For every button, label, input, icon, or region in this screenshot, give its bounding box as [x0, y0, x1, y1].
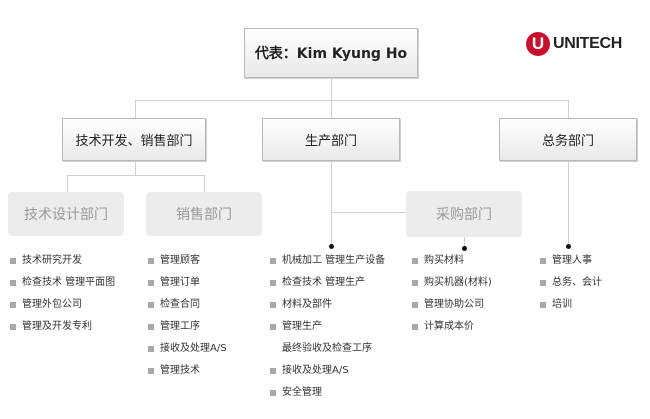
bullet-icon — [148, 280, 154, 286]
connector-ceo-down — [331, 78, 332, 100]
list-item: 检查技术 管理生产 — [270, 272, 385, 294]
list-general-affairs: 管理人事 总务、会计 培训 — [540, 250, 602, 316]
list-item: 管理生产 — [270, 316, 385, 338]
list-item: 管理技术 — [148, 360, 227, 382]
connector-top-horizontal — [135, 100, 568, 101]
bullet-icon — [270, 258, 276, 264]
list-item: 检查合同 — [148, 294, 227, 316]
bullet-icon — [148, 324, 154, 330]
bullet-icon — [412, 324, 418, 330]
dept-production: 生产部门 — [262, 118, 400, 161]
logo-text: UNITECH — [553, 35, 623, 52]
list-item: 安全管理 — [270, 382, 385, 404]
bullet-icon — [10, 280, 16, 286]
connector-sub1 — [67, 175, 68, 192]
list-item: 管理顾客 — [148, 250, 227, 272]
connector-purchasing-down — [464, 237, 465, 246]
bullet-icon — [270, 280, 276, 286]
connector-dept2 — [331, 100, 332, 118]
logo-mark: U — [526, 32, 550, 56]
list-item: 材料及部件 — [270, 294, 385, 316]
sub-dept-sales: 销售部门 — [146, 192, 262, 236]
sub-dept-tech-design: 技术设计部门 — [8, 192, 124, 236]
bullet-icon — [148, 346, 154, 352]
connector-sub2 — [204, 175, 205, 192]
bullet-icon — [148, 258, 154, 264]
list-item: 管理人事 — [540, 250, 602, 272]
unitech-logo: U UNITECH — [526, 32, 622, 56]
list-item: 机械加工 管理生产设备 — [270, 250, 385, 272]
list-item: 接收及处理A/S — [270, 360, 385, 382]
connector-dept1 — [135, 100, 136, 118]
bullet-icon — [540, 280, 546, 286]
list-production: 机械加工 管理生产设备 检查技术 管理生产 材料及部件 管理生产 最终验收及检查… — [270, 250, 385, 404]
list-item: 检查技术 管理平面图 — [10, 272, 115, 294]
bullet-icon — [270, 368, 276, 374]
list-item: 管理工序 — [148, 316, 227, 338]
bullet-icon — [148, 302, 154, 308]
bullet-icon — [412, 280, 418, 286]
list-item: 技术研究开发 — [10, 250, 115, 272]
list-item: 管理外包公司 — [10, 294, 115, 316]
list-item-continuation: 最终验收及检查工序 — [282, 343, 372, 354]
bullet-icon — [540, 302, 546, 308]
bullet-icon — [10, 258, 16, 264]
connector-dot-production — [329, 244, 334, 249]
connector-dot-purchasing — [462, 246, 467, 251]
bullet-icon — [412, 302, 418, 308]
list-item: 计算成本价 — [412, 316, 492, 338]
connector-dot-general — [566, 244, 571, 249]
list-tech-design: 技术研究开发 检查技术 管理平面图 管理外包公司 管理及开发专利 — [10, 250, 115, 338]
connector-dept1-sub-horizontal — [67, 175, 204, 176]
list-item: 购买机器(材料) — [412, 272, 492, 294]
list-purchasing: 购买材料 购买机器(材料) 管理协助公司 计算成本价 — [412, 250, 492, 338]
list-item: 接收及处理A/S — [148, 338, 227, 360]
bullet-icon — [540, 258, 546, 264]
list-item: 购买材料 — [412, 250, 492, 272]
connector-dept2-down — [331, 161, 332, 245]
connector-dept3-down — [568, 161, 569, 245]
ceo-box: 代表：Kim Kyung Ho — [244, 28, 418, 78]
connector-purchasing — [331, 212, 407, 213]
sub-dept-purchasing: 采购部门 — [406, 191, 522, 237]
bullet-icon — [270, 324, 276, 330]
dept-general-affairs: 总务部门 — [499, 118, 637, 161]
list-sales: 管理顾客 管理订单 检查合同 管理工序 接收及处理A/S 管理技术 — [148, 250, 227, 382]
list-item: 管理订单 — [148, 272, 227, 294]
bullet-icon — [412, 258, 418, 264]
dept-tech-sales: 技术开发、销售部门 — [62, 118, 206, 161]
connector-dept3 — [568, 100, 569, 118]
bullet-icon — [270, 302, 276, 308]
list-item: 管理及开发专利 — [10, 316, 115, 338]
list-item: 总务、会计 — [540, 272, 602, 294]
bullet-icon — [270, 390, 276, 396]
connector-dept1-down — [135, 161, 136, 175]
bullet-icon — [10, 324, 16, 330]
list-item: 管理协助公司 — [412, 294, 492, 316]
bullet-icon — [148, 368, 154, 374]
list-item: 培训 — [540, 294, 602, 316]
bullet-icon — [10, 302, 16, 308]
